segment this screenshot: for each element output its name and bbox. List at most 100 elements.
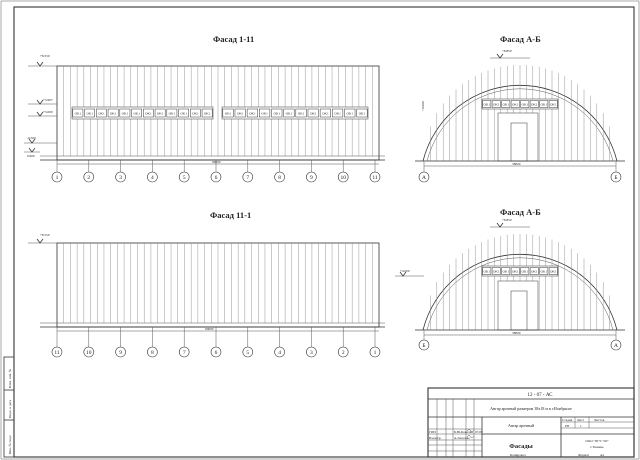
window-label: OK1 xyxy=(521,269,528,273)
elevation-1-11-title: Фасад 1-11 xyxy=(213,34,254,44)
elevation-11-1-title: Фасад 11-1 xyxy=(210,210,251,220)
axis-marker xyxy=(306,171,317,183)
arch-window-band xyxy=(481,265,559,277)
level-base: 0.900 xyxy=(27,154,35,158)
axis-marker xyxy=(337,346,349,358)
window-label: OK1 xyxy=(540,102,547,106)
stamp-company-2: г.Тюмень xyxy=(590,445,604,449)
window-ok1 xyxy=(143,108,154,118)
axis-label: 2 xyxy=(342,350,345,356)
axis-marker xyxy=(115,346,126,358)
level-top: +8.550 xyxy=(40,233,50,237)
axis-marker xyxy=(147,171,158,183)
window-ok1 xyxy=(332,108,344,118)
window-ok1 xyxy=(520,267,530,275)
window-label: OK1 xyxy=(359,112,366,116)
window-ok1 xyxy=(501,267,511,275)
window-ok1 xyxy=(234,108,246,118)
axis-marker-a xyxy=(418,171,430,183)
window-label: OK1 xyxy=(483,102,490,106)
axis-label: 4 xyxy=(278,350,281,356)
window-ok1 xyxy=(529,267,539,275)
window-ok1 xyxy=(259,108,271,118)
window-ok1 xyxy=(201,108,213,118)
window-label: OK1 xyxy=(512,102,519,106)
axis-marker xyxy=(147,346,158,358)
window-ok1 xyxy=(548,267,558,275)
window-ok1 xyxy=(529,100,539,108)
window-label: OK1 xyxy=(286,112,293,116)
arch-window-band xyxy=(481,98,559,110)
window-ok1 xyxy=(190,108,201,118)
axis-marker xyxy=(274,346,285,358)
axis-marker xyxy=(369,171,381,183)
window-band xyxy=(221,106,369,120)
stamp-name-2: А.Лысенко xyxy=(454,436,470,440)
window-ok1 xyxy=(96,108,107,118)
window-ok1 xyxy=(72,108,84,118)
sheet-frame xyxy=(13,6,635,458)
window-label: OK1 xyxy=(261,112,268,116)
window-ok1 xyxy=(119,108,131,118)
elevation-1-11: Фасад 1-11 OK1 OK1 OK1 OK1 OK1 OK1 OK1 OK1 OK1 OK… xyxy=(24,34,385,183)
axis-marker xyxy=(115,171,126,183)
window-label: OK1 xyxy=(502,269,509,273)
stamp-drawing-title: Фасады xyxy=(509,443,532,450)
axis-label-b: Б xyxy=(422,343,425,349)
axis-marker xyxy=(306,346,317,358)
window-label: OK1 xyxy=(298,112,305,116)
window-label: OK1 xyxy=(346,112,353,116)
axis-marker xyxy=(51,346,63,358)
window-label: OK1 xyxy=(75,112,82,116)
stamp-sheet-header: Лист xyxy=(577,418,585,422)
axis-label: 1 xyxy=(56,175,59,181)
arch-dim-text: 38000 xyxy=(512,331,521,335)
stamp-sheets-header: Листов xyxy=(594,418,605,422)
window-ok1 xyxy=(491,100,501,108)
axis-marker xyxy=(178,346,190,358)
side-stamp-cell-2: Подп. и дата xyxy=(8,399,12,418)
stamp-code: 12 - 07 - АС xyxy=(527,393,553,398)
signature-mark xyxy=(466,435,475,439)
window-ok1 xyxy=(510,100,520,108)
window-label: OK1 xyxy=(521,102,528,106)
axis-marker xyxy=(51,171,63,183)
level-window-bottom: +3.000 xyxy=(43,110,53,114)
axis-marker xyxy=(83,346,95,358)
window-ok1 xyxy=(154,108,166,118)
elevation-11-1-dim-text: 90000 xyxy=(205,327,214,331)
window-ok1 xyxy=(107,108,119,118)
stamp-company-1: ООО "ПГУ ЭО" xyxy=(585,439,609,443)
axis-marker xyxy=(337,171,349,183)
window-label: OK1 xyxy=(157,112,164,116)
arch-level-top: +8.850 xyxy=(502,218,512,222)
window-ok1 xyxy=(482,267,492,275)
axis-label: 7 xyxy=(246,175,249,181)
window-label: OK1 xyxy=(550,269,557,273)
axis-label: 1 xyxy=(374,350,377,356)
stamp-stage-header: Стадия xyxy=(562,418,573,422)
gate-door xyxy=(510,290,528,331)
signature-mark xyxy=(466,429,475,433)
window-label: OK1 xyxy=(249,112,256,116)
window-label: OK1 xyxy=(334,112,341,116)
stamp-role-1: ГИП xyxy=(429,430,436,434)
axis-marker-a xyxy=(610,339,622,351)
level-top: +8.550 xyxy=(40,54,50,58)
elevation-ab-bottom-title: Фасад А-Б xyxy=(500,207,541,217)
window-ok1 xyxy=(510,267,520,275)
axis-label: 9 xyxy=(119,350,122,356)
window-ok1 xyxy=(539,100,549,108)
axis-label: 2 xyxy=(87,175,90,181)
side-stamp-cell-3: Инв. № подл. xyxy=(8,435,12,454)
axis-marker xyxy=(178,171,190,183)
axis-marker xyxy=(210,171,222,183)
copied-label: Копировал xyxy=(510,453,526,457)
elevation-1-11-dim-text: 90000 xyxy=(212,160,221,164)
window-label: OK1 xyxy=(122,112,129,116)
elevation-ab-top-title: Фасад А-Б xyxy=(500,34,541,44)
window-label: OK1 xyxy=(531,102,538,106)
